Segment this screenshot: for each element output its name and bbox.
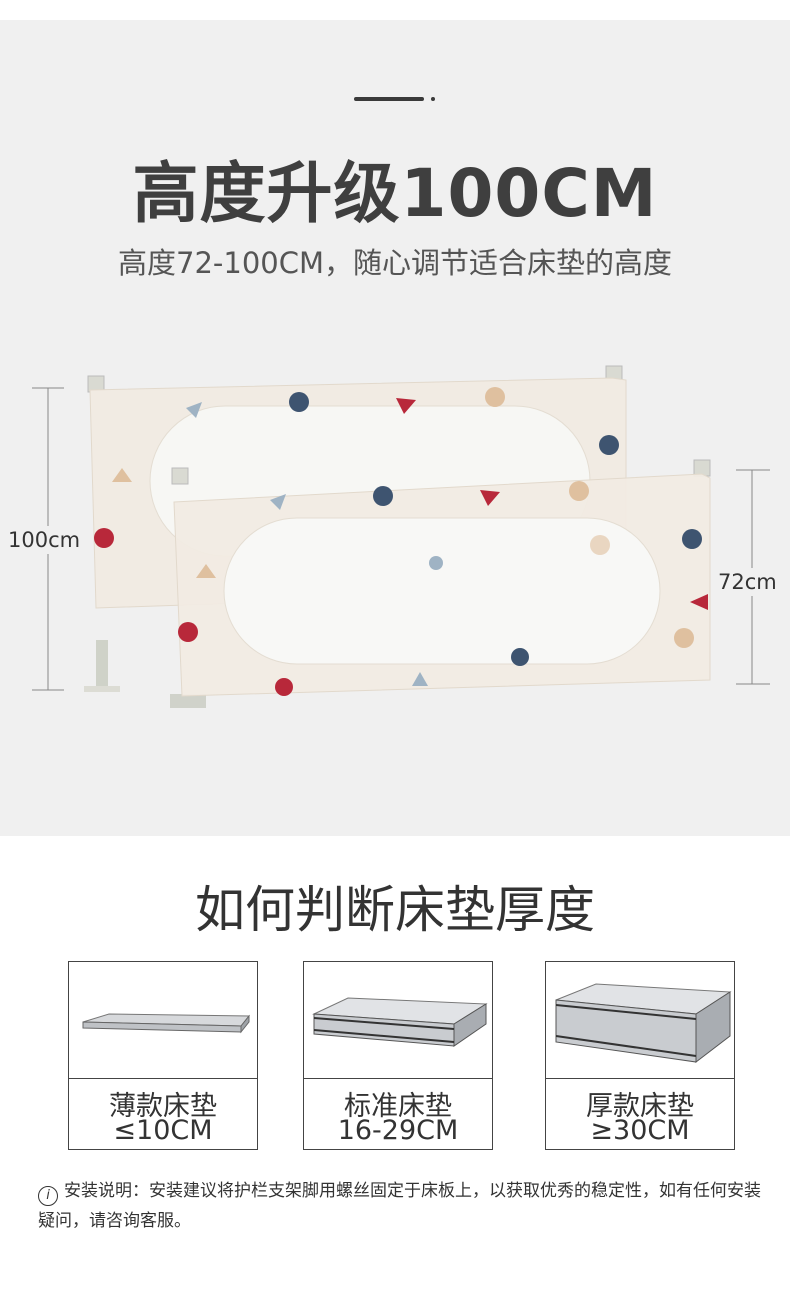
short-bed-rail — [170, 459, 711, 708]
accent-dot — [431, 97, 435, 101]
mattress-card-standard: 标准床垫 16-29CM — [303, 961, 493, 1150]
mattress-spec: 16-29CM — [337, 1115, 459, 1146]
accent-line — [354, 97, 424, 101]
thick-mattress-icon — [546, 983, 734, 1079]
hero-subtitle: 高度72-100CM，随心调节适合床垫的高度 — [118, 246, 672, 280]
mattress-name: 薄款床垫 — [109, 1091, 217, 1122]
height-label-72: 72cm — [718, 568, 777, 596]
thin-mattress-icon — [69, 1013, 257, 1079]
installation-note-text: 安装说明：安装建议将护栏支架脚用螺丝固定于床板上，以获取优秀的稳定性，如有任何安… — [38, 1181, 761, 1231]
hero-title: 高度升级100CM — [132, 155, 658, 232]
standard-mattress-icon — [304, 997, 492, 1079]
section-title: 如何判断床垫厚度 — [195, 881, 595, 939]
mattress-card-thin: 薄款床垫 ≤10CM — [68, 961, 258, 1150]
mattress-spec: ≥30CM — [590, 1115, 690, 1146]
height-label-100: 100cm — [8, 526, 81, 554]
info-icon: i — [38, 1186, 58, 1206]
mattress-name: 标准床垫 — [344, 1091, 452, 1122]
bed-rail-illustration — [32, 365, 770, 708]
mattress-name: 厚款床垫 — [586, 1091, 694, 1122]
mattress-spec: ≤10CM — [113, 1115, 213, 1146]
mattress-card-thick: 厚款床垫 ≥30CM — [545, 961, 735, 1150]
